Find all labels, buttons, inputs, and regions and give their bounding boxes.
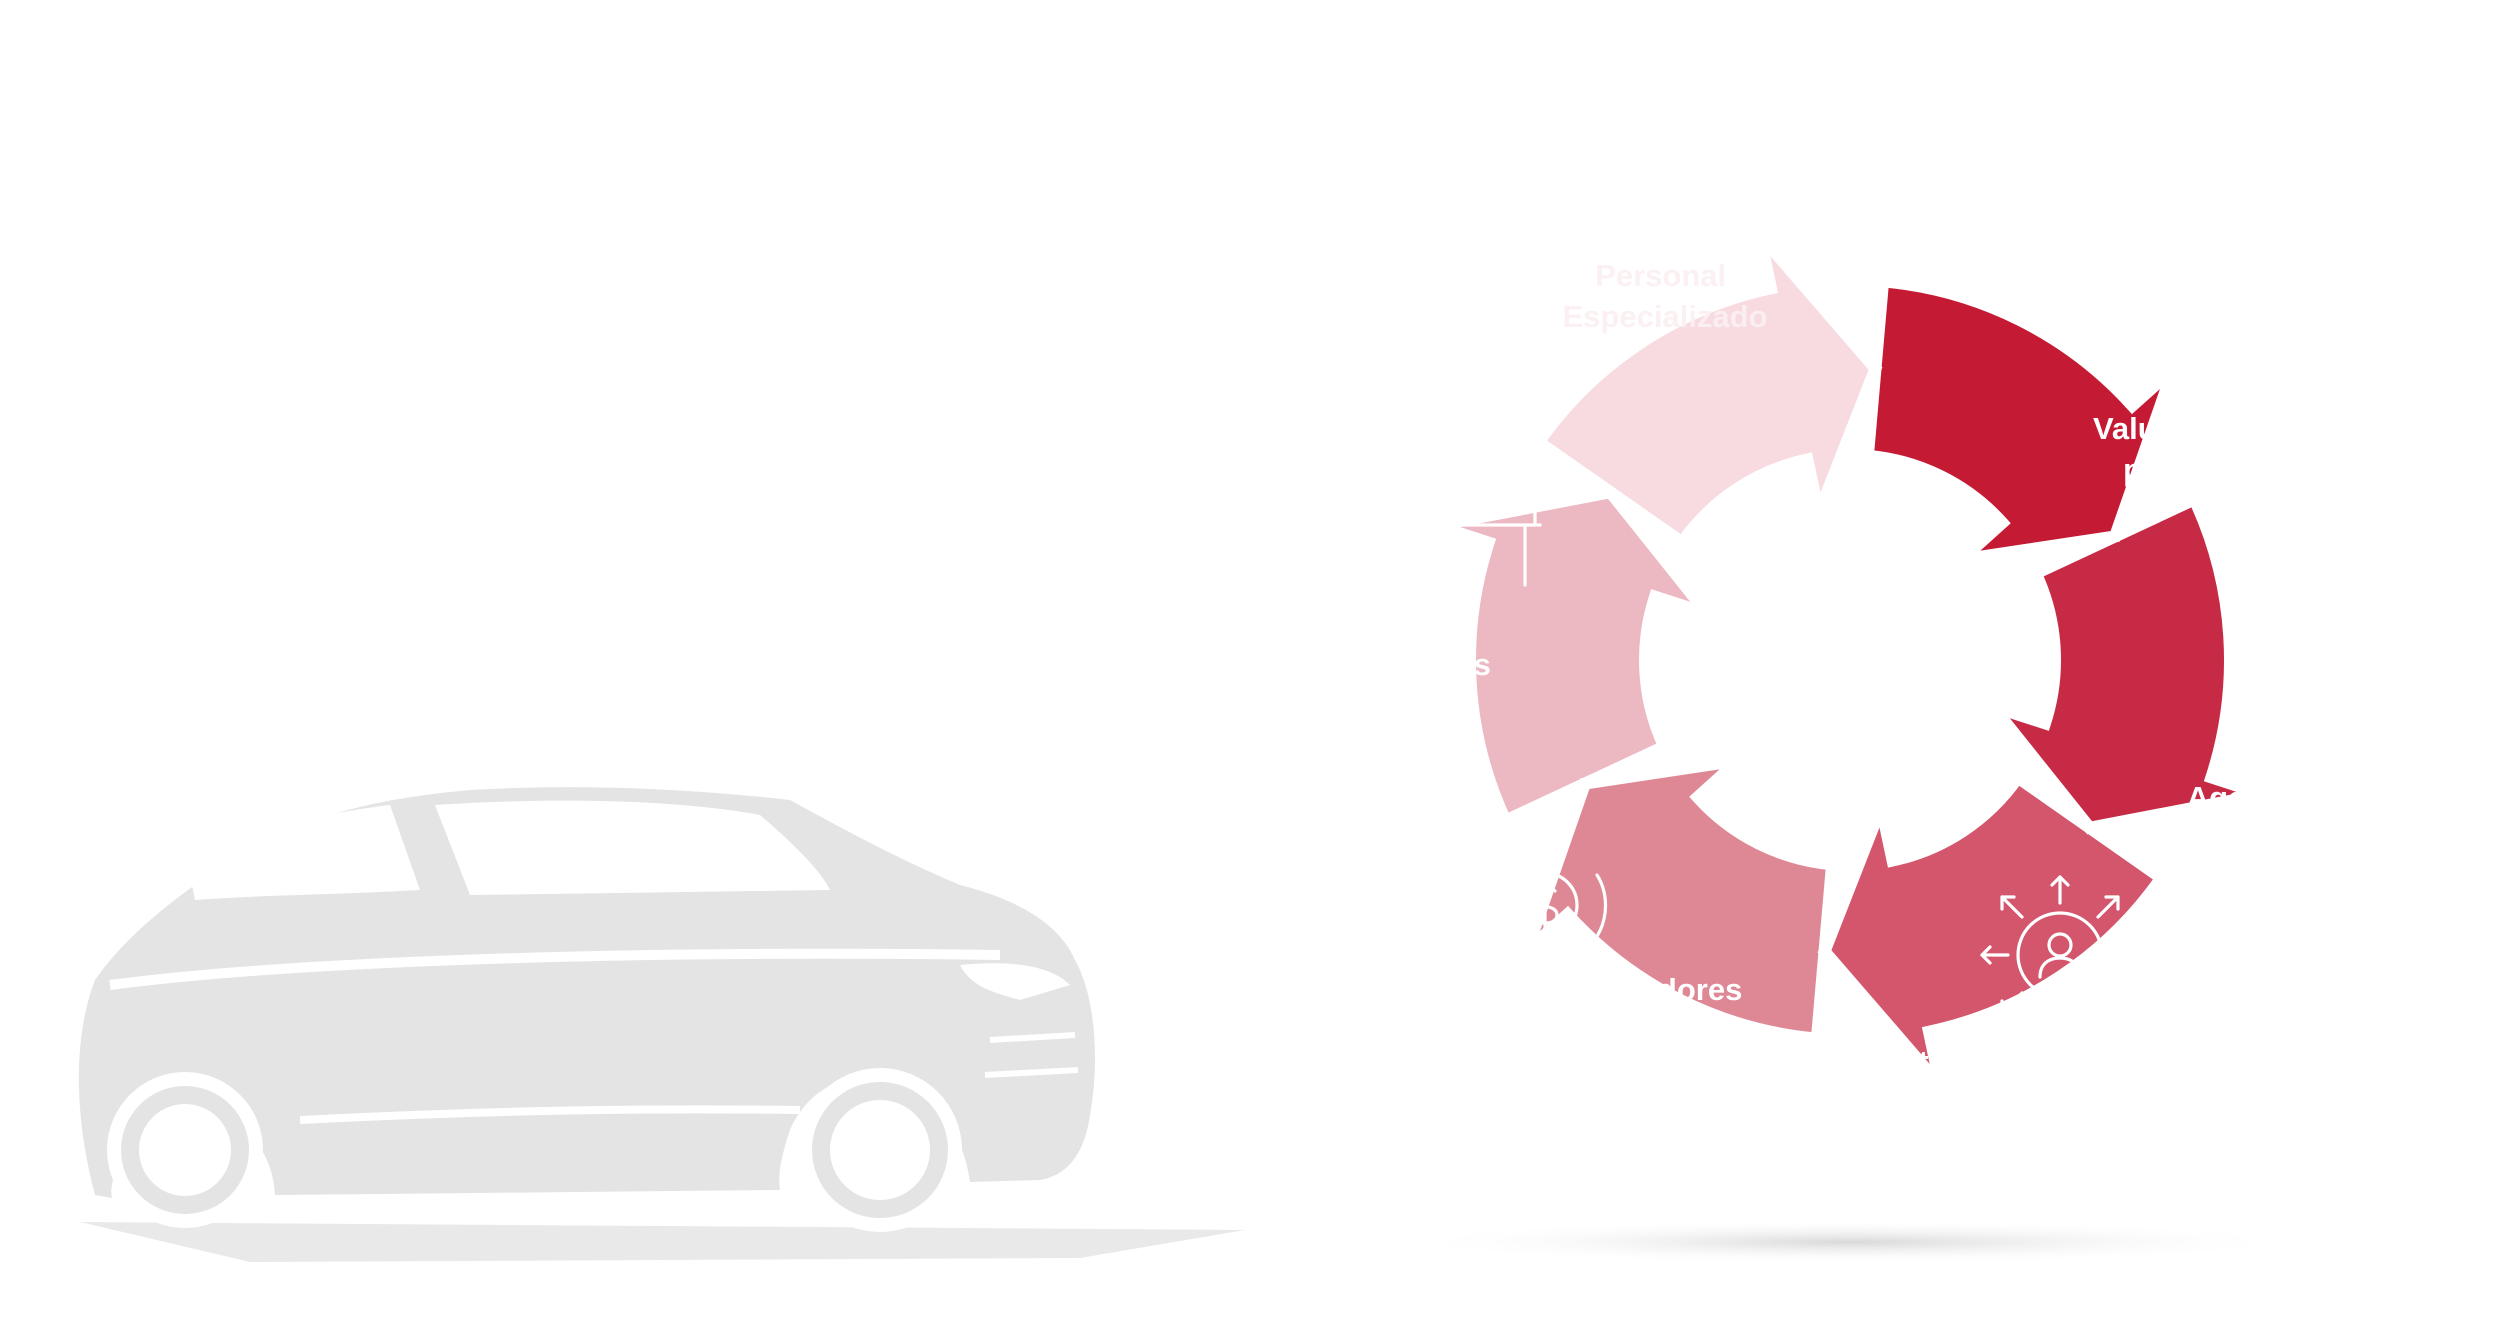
car-ground-shadow bbox=[80, 1222, 1245, 1262]
segment-label-ajustadores-valuadores: El 90% de Ajustadores y Valuadores propi… bbox=[2086, 288, 2274, 487]
car-silhouette-icon bbox=[78, 787, 1245, 1262]
person-arrows-out-icon bbox=[1980, 875, 2140, 1035]
car-beltline bbox=[109, 948, 1001, 990]
car-front-window bbox=[435, 800, 830, 895]
certificate-document-icon bbox=[2253, 618, 2390, 757]
car-front-wheel bbox=[798, 1068, 962, 1232]
segment-label-agencias: Agencias Certificadas bbox=[2171, 780, 2348, 856]
lawyers-desk-icon bbox=[1378, 434, 1542, 587]
car-rear-window bbox=[190, 805, 420, 900]
car-headlight bbox=[960, 963, 1070, 1000]
dollar-cycle-icon bbox=[1482, 839, 1608, 971]
segment-label-exclusivos: Ajustadores Exclusivos bbox=[1851, 1044, 2039, 1120]
checklist-person-icon bbox=[1743, 115, 1849, 257]
person-stars-icon bbox=[2000, 145, 2160, 288]
cycle-ground-shadow bbox=[1400, 1220, 2300, 1264]
cycle-arrow-personal bbox=[1530, 230, 1883, 551]
cycle-diagram bbox=[1434, 230, 2266, 1090]
car-sill-line bbox=[299, 1105, 801, 1124]
cycle-arrow-abogados bbox=[1434, 485, 1725, 829]
cycle-arrow-agencias bbox=[1975, 491, 2266, 835]
segment-label-personal: Personal Especializado bbox=[1562, 258, 1767, 334]
cycle-arrow-pago bbox=[1521, 751, 1839, 1046]
car-grille bbox=[984, 1032, 1079, 1078]
segment-label-abogados: Red de abogados propios bbox=[1344, 606, 1499, 723]
cycle-arrow-ajustadores-valuadores bbox=[1861, 274, 2179, 569]
car-rear-wheel bbox=[107, 1072, 263, 1228]
segment-label-pago: Pago a proveedores en 96 Hrs bbox=[1446, 972, 1751, 1048]
